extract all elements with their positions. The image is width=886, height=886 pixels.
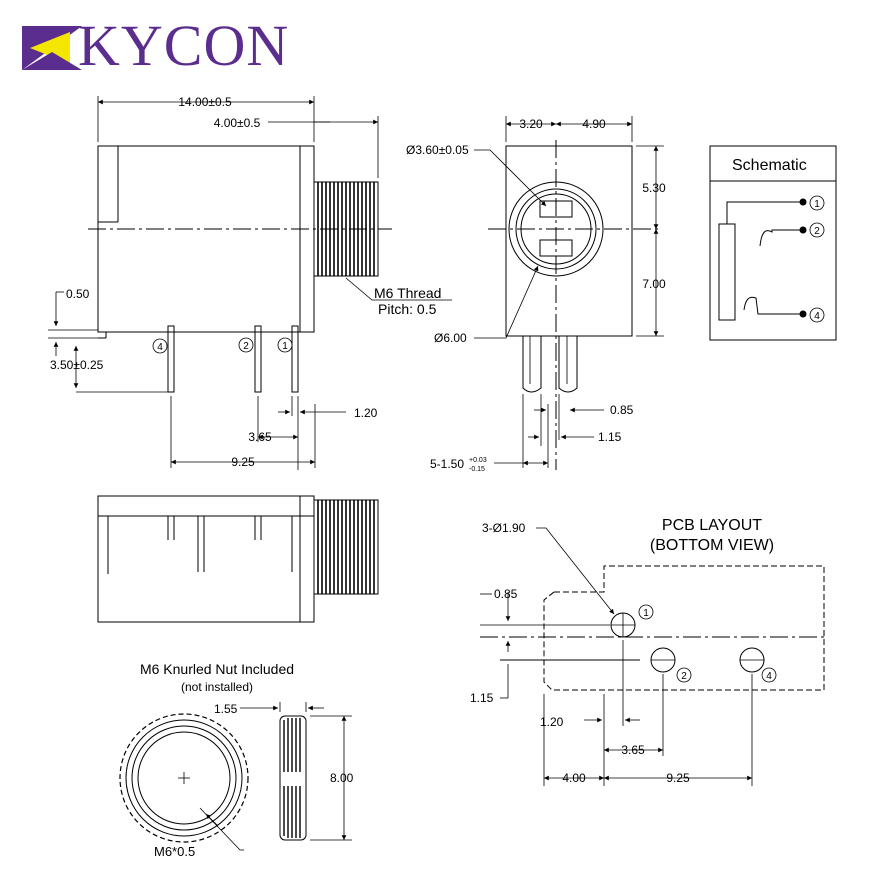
dim-pin-length: 3.50±0.25: [50, 358, 104, 372]
dim-overall: 14.00±0.5: [178, 95, 232, 109]
front-pin-right: [558, 336, 578, 393]
schematic-pin1-wire: [726, 201, 802, 224]
nut-thickness: 1.55: [214, 702, 238, 716]
pcb-dim-925: 9.25: [666, 771, 690, 785]
pcb-pin-label-1: 1: [643, 608, 649, 619]
thread-label: M6 Thread: [374, 285, 441, 301]
schematic-pin2-contact: [759, 229, 802, 247]
dim-pin-width: 1.20: [354, 406, 378, 420]
pcb-pin-label-2: 2: [681, 671, 687, 682]
dim-front-bottom: 7.00: [642, 277, 666, 291]
side-pin-label-4: 4: [157, 342, 163, 353]
schematic-title: Schematic: [732, 157, 807, 174]
bottom-side-view: [97, 495, 379, 623]
dim-front-pitch-tol-minus: -0.15: [469, 466, 485, 473]
nut-inner: [137, 731, 231, 825]
side-pin-2: [254, 325, 262, 393]
nut-diameter: 8.00: [330, 771, 354, 785]
pcb-outline: [543, 565, 825, 691]
dim-front-top: 5.30: [642, 181, 666, 195]
nut-knurl-ring: [125, 719, 243, 837]
nut-side: [279, 715, 307, 841]
dim-front-pitch-tol-plus: +0.03: [469, 457, 487, 464]
dim-hole-dia: Ø3.60±0.05: [406, 143, 469, 157]
nut-knurl-outer: [119, 713, 249, 843]
pcb-dim-120: 1.20: [540, 715, 564, 729]
dim-pin-12: 3.65: [248, 430, 272, 444]
nut-subtitle: (not installed): [181, 680, 253, 694]
front-body: [505, 145, 633, 337]
nut-thread: M6*0.5: [154, 844, 195, 859]
pcb-dim-115: 1.15: [470, 691, 494, 705]
dim-front-left: 3.20: [519, 117, 543, 131]
side-pin-4: [167, 325, 175, 393]
logo-yellow-triangle: [30, 32, 70, 64]
pcb-dim-400: 4.00: [562, 771, 586, 785]
pitch-label: Pitch: 0.5: [378, 301, 437, 317]
dim-front-right: 4.90: [582, 117, 606, 131]
dim-thread-length: 4.00±0.5: [214, 116, 261, 130]
schematic-pin-4: 4: [814, 311, 820, 322]
front-view: [474, 116, 664, 470]
schematic-box: [709, 145, 837, 341]
dim-pin-14: 9.25: [231, 455, 255, 469]
logo-purple-lower: [22, 52, 82, 70]
kycon-logo-icon: [22, 26, 82, 70]
pcb-holes: 3-Ø1.90: [482, 521, 526, 535]
side-pin-label-1: 1: [282, 341, 288, 352]
schematic-pin-2: 2: [814, 226, 820, 237]
brand-name: KYCON: [78, 13, 290, 78]
dim-outer-dia: Ø6.00: [434, 331, 467, 345]
pcb-subtitle: (BOTTOM VIEW): [650, 537, 774, 554]
side-view: [48, 96, 452, 470]
dim-flange: 0.50: [66, 287, 90, 301]
schematic-pin-1: 1: [814, 199, 820, 210]
schematic-pin4-contact: [743, 296, 802, 315]
pcb-dim-085: 0.85: [494, 587, 518, 601]
front-pin-left: [522, 336, 542, 393]
dim-front-pitch: 5-1.50: [430, 457, 464, 471]
nut-title: M6 Knurled Nut Included: [140, 661, 294, 677]
nut-outer: [131, 725, 237, 831]
side-pin-1: [291, 325, 299, 393]
knurled-nut: [119, 702, 352, 851]
pcb-layout: [480, 527, 828, 786]
dim-front-085: 0.85: [610, 403, 634, 417]
pcb-pin-label-4: 4: [766, 671, 772, 682]
pcb-dim-365: 3.65: [621, 743, 645, 757]
pcb-title: PCB LAYOUT: [662, 517, 762, 534]
side-pin-label-2: 2: [243, 341, 249, 352]
dim-front-115: 1.15: [598, 430, 622, 444]
